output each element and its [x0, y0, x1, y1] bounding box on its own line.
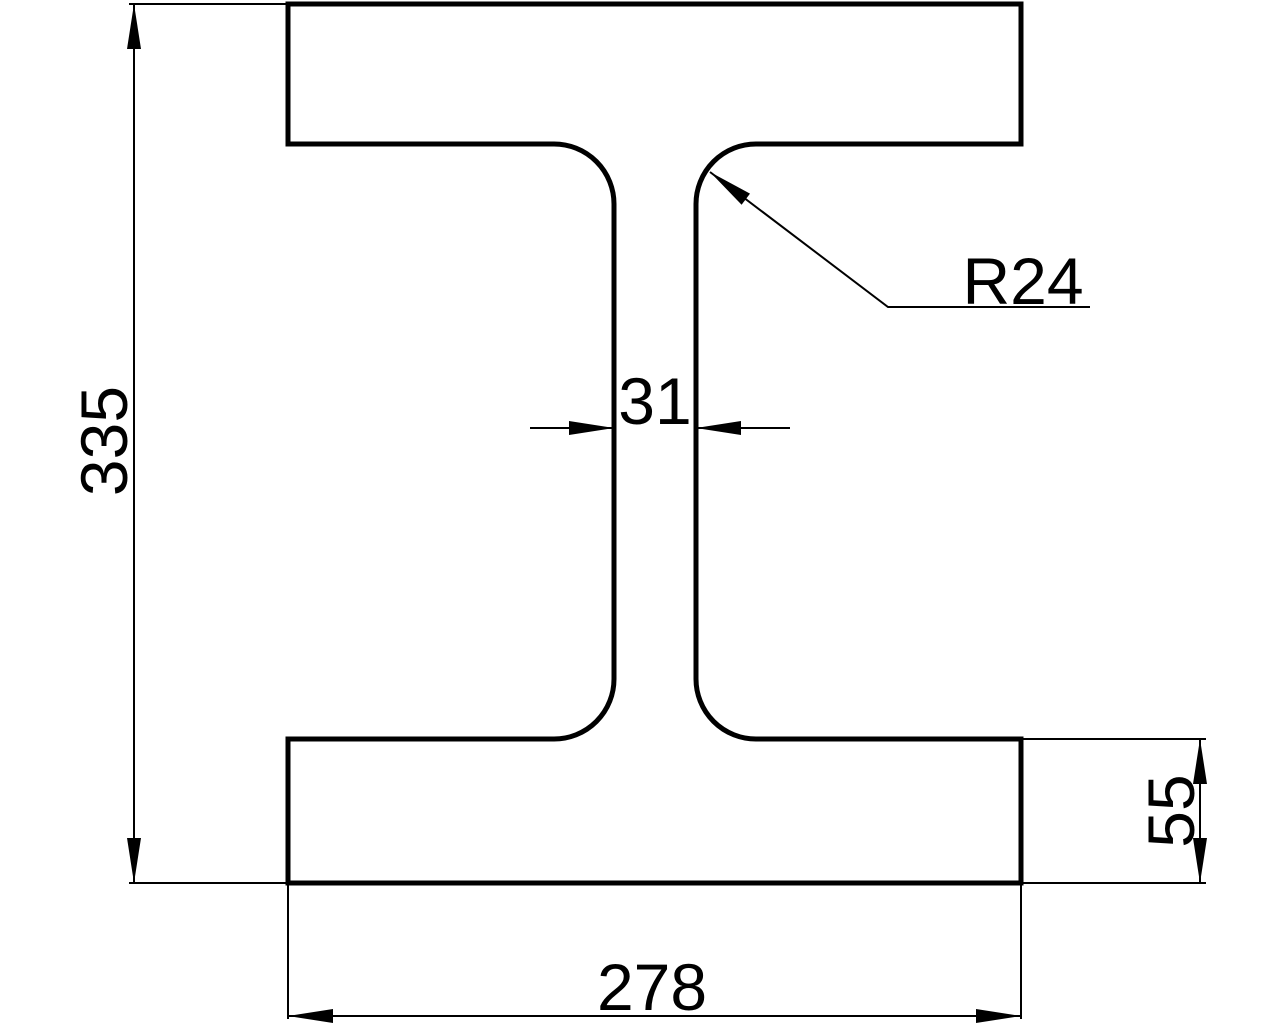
arrowhead-diagonal-icon — [710, 172, 750, 205]
dimension-web-thickness: 31 — [530, 364, 790, 438]
leader-line — [709, 171, 1090, 308]
arrowhead-right-icon — [976, 1009, 1021, 1023]
beam-outline-path — [285, 1, 1024, 886]
arrowhead-up-icon — [1193, 739, 1207, 784]
arrowhead-left-icon — [288, 1009, 333, 1023]
arrowhead-down-icon — [127, 838, 141, 883]
dimension-flange-thickness: 55 — [1022, 738, 1208, 884]
dimension-fillet-radius: R24 — [709, 171, 1090, 318]
arrowhead-up-icon — [127, 4, 141, 49]
dimension-value-flange-width: 278 — [597, 950, 707, 1024]
arrowhead-right-icon — [569, 421, 614, 435]
beam-profile — [285, 1, 1024, 886]
dimension-value-web-thickness: 31 — [618, 364, 691, 438]
dimension-value-overall-height: 335 — [67, 386, 141, 496]
arrowhead-down-icon — [1193, 838, 1207, 883]
dimension-flange-width: 278 — [287, 883, 1022, 1024]
dimension-value-fillet-radius: R24 — [962, 244, 1083, 318]
dimension-value-flange-thickness: 55 — [1134, 774, 1208, 847]
dimension-overall-height: 335 — [67, 3, 288, 884]
arrowhead-left-icon — [696, 421, 741, 435]
